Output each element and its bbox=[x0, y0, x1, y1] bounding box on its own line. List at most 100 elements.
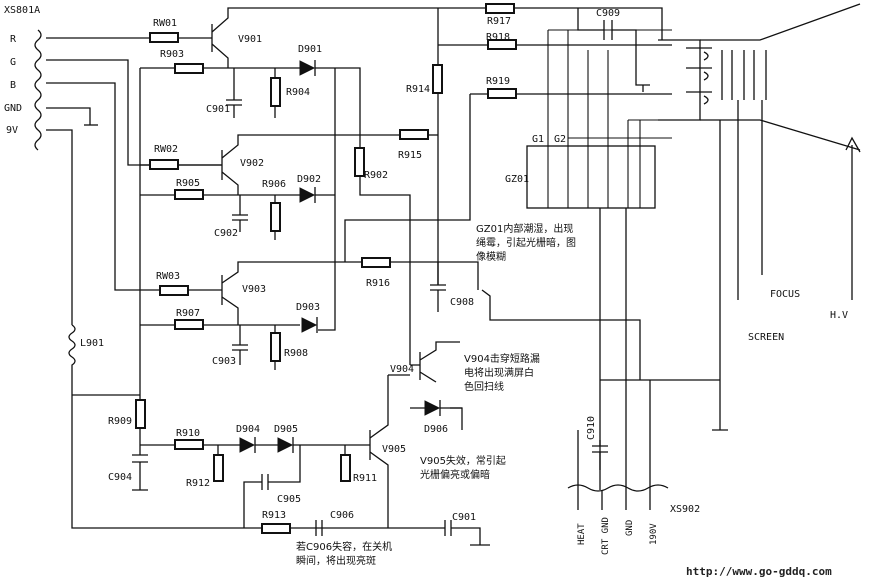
label-190v: 190V bbox=[649, 523, 659, 545]
label-d901: D901 bbox=[298, 44, 322, 55]
resistor-r914 bbox=[432, 64, 443, 94]
label-d902: D902 bbox=[297, 174, 321, 185]
label-c909: C909 bbox=[596, 8, 620, 19]
label-l901: L901 bbox=[80, 338, 104, 349]
resistor-r916 bbox=[361, 257, 391, 268]
resistor-rw02 bbox=[149, 159, 179, 170]
label-v902: V902 bbox=[240, 158, 264, 169]
resistor-r909 bbox=[135, 399, 146, 429]
label-r905: R905 bbox=[176, 178, 200, 189]
label-c904: C904 bbox=[108, 472, 132, 483]
resistor-r908 bbox=[270, 332, 281, 362]
resistor-r902 bbox=[354, 147, 365, 177]
diode-d906 bbox=[424, 400, 441, 416]
resistor-r913 bbox=[261, 523, 291, 534]
label-v901: V901 bbox=[238, 34, 262, 45]
label-c905: C905 bbox=[277, 494, 301, 505]
diode-d905 bbox=[277, 437, 294, 453]
label-c906: C906 bbox=[330, 510, 354, 521]
resistor-r904 bbox=[270, 77, 281, 107]
label-screen: SCREEN bbox=[748, 332, 784, 343]
label-c902: C902 bbox=[214, 228, 238, 239]
label-gnd: GND bbox=[625, 520, 635, 536]
gz01-pins bbox=[547, 29, 720, 208]
label-r919: R919 bbox=[486, 76, 510, 87]
label-xs902: XS902 bbox=[670, 504, 700, 515]
pin-r-label: R bbox=[10, 34, 17, 45]
diode-d903 bbox=[301, 317, 318, 333]
label-r907: R907 bbox=[176, 308, 200, 319]
diode-d904 bbox=[239, 437, 256, 453]
label-c910: C910 bbox=[586, 416, 597, 440]
label-c901: C901 bbox=[206, 104, 230, 115]
label-g2: G2 bbox=[554, 134, 566, 145]
resistor-rw03 bbox=[159, 285, 189, 296]
note-v905-line1: V905失效，常引起 bbox=[420, 454, 506, 467]
label-c901-bottom: C901 bbox=[452, 512, 476, 523]
resistor-r910 bbox=[174, 439, 204, 450]
label-r916: R916 bbox=[366, 278, 390, 289]
label-r908: R908 bbox=[284, 348, 308, 359]
resistor-r905 bbox=[174, 189, 204, 200]
label-g1: G1 bbox=[532, 134, 544, 145]
label-v903: V903 bbox=[242, 284, 266, 295]
note-v904-line3: 色回扫线 bbox=[464, 380, 504, 393]
connector-in-label: XS801A bbox=[4, 5, 40, 16]
label-d904: D904 bbox=[236, 424, 260, 435]
label-hv: H.V bbox=[830, 310, 848, 321]
pin-gnd-label: GND bbox=[4, 103, 22, 114]
resistor-r917 bbox=[485, 3, 515, 14]
label-r903: R903 bbox=[160, 49, 184, 60]
label-d903: D903 bbox=[296, 302, 320, 313]
gz01-block bbox=[526, 145, 656, 209]
label-r904: R904 bbox=[286, 87, 310, 98]
note-gz01-line3: 像模糊 bbox=[476, 250, 506, 263]
label-d905: D905 bbox=[274, 424, 298, 435]
resistor-r915 bbox=[399, 129, 429, 140]
label-r909: R909 bbox=[108, 416, 132, 427]
label-focus: FOCUS bbox=[770, 289, 800, 300]
label-v905: V905 bbox=[382, 444, 406, 455]
input-connector-coil bbox=[34, 29, 42, 151]
note-v904-line2: 电将出现满屏白 bbox=[464, 366, 534, 379]
label-crt-gnd: CRT GND bbox=[601, 517, 611, 555]
note-c906-line1: 若C906失容，在关机 bbox=[296, 540, 392, 553]
note-gz01-line1: GZ01内部潮湿，出现 bbox=[476, 222, 573, 235]
label-r918: R918 bbox=[486, 32, 510, 43]
resistor-r903 bbox=[174, 63, 204, 74]
label-r906: R906 bbox=[262, 179, 286, 190]
label-heat: HEAT bbox=[577, 523, 587, 545]
label-c908: C908 bbox=[450, 297, 474, 308]
note-c906-line2: 瞬间，将出现亮斑 bbox=[296, 554, 376, 567]
label-r917: R917 bbox=[487, 16, 511, 27]
crt-tube bbox=[658, 3, 861, 300]
label-d906: D906 bbox=[424, 424, 448, 435]
label-r902: R902 bbox=[364, 170, 388, 181]
label-rw02: RW02 bbox=[154, 144, 178, 155]
label-rw03: RW03 bbox=[156, 271, 180, 282]
resistor-rw01 bbox=[149, 32, 179, 43]
pin-9v-label: 9V bbox=[6, 125, 18, 136]
note-gz01-line2: 绳霉，引起光栅暗，图 bbox=[476, 236, 576, 249]
resistor-r907 bbox=[174, 319, 204, 330]
resistor-r906 bbox=[270, 202, 281, 232]
resistor-r912 bbox=[213, 454, 224, 482]
label-gz01: GZ01 bbox=[505, 174, 529, 185]
diode-d902 bbox=[299, 187, 316, 203]
label-r910: R910 bbox=[176, 428, 200, 439]
label-r915: R915 bbox=[398, 150, 422, 161]
label-r914: R914 bbox=[406, 84, 430, 95]
label-c903: C903 bbox=[212, 356, 236, 367]
note-v904-line1: V904击穿短路漏 bbox=[464, 352, 540, 365]
watermark-url: http://www.go-gddq.com bbox=[686, 565, 832, 578]
label-v904: V904 bbox=[390, 364, 414, 375]
resistor-r911 bbox=[340, 454, 351, 482]
label-r913: R913 bbox=[262, 510, 286, 521]
resistor-r919 bbox=[487, 88, 517, 99]
label-r912: R912 bbox=[186, 478, 210, 489]
pin-g-label: G bbox=[10, 57, 16, 68]
label-rw01: RW01 bbox=[153, 18, 177, 29]
pin-b-label: B bbox=[10, 80, 16, 91]
